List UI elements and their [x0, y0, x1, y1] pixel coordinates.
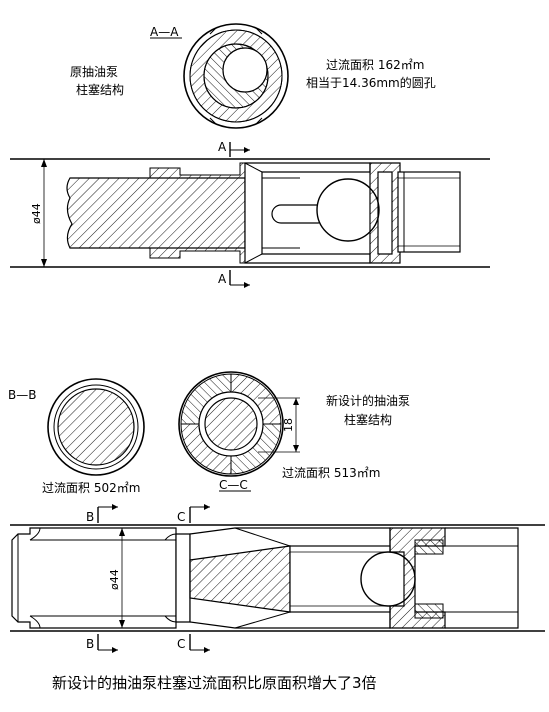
section-c-view: 18: [178, 371, 300, 477]
section-c-flow-area: 过流面积 513㎡m: [282, 466, 380, 480]
original-equivalent-hole: 相当于14.36mm的圆孔: [306, 75, 436, 90]
original-title-line1: 原抽油泵: [70, 65, 118, 79]
new-plunger-drawing: B B C C ø44: [10, 504, 545, 653]
section-a-view: A—A: [150, 23, 289, 129]
original-flow-area: 过流面积 162㎡m: [326, 58, 424, 72]
section-b-flow-area: 过流面积 502㎡m: [42, 481, 140, 495]
original-title-line2: 柱塞结构: [76, 82, 124, 97]
original-plunger-drawing: ø44 A A: [10, 140, 490, 288]
dimension-18: 18: [282, 418, 295, 432]
section-b-label: B—B: [8, 388, 36, 402]
cut-c-top: C: [177, 510, 185, 524]
original-diameter: ø44: [30, 203, 43, 224]
cut-c-bottom: C: [177, 637, 185, 651]
new-title-line1: 新设计的抽油泵: [326, 393, 410, 408]
cut-b-top: B: [86, 510, 94, 524]
new-diameter: ø44: [108, 569, 121, 590]
section-c-label: C—C: [219, 478, 248, 492]
cut-a-top: A: [218, 140, 227, 154]
new-title-line2: 柱塞结构: [344, 412, 392, 427]
cut-a-bottom: A: [218, 272, 227, 286]
cut-b-bottom: B: [86, 637, 94, 651]
section-a-label: A—A: [150, 25, 179, 39]
figure-caption: 新设计的抽油泵柱塞过流面积比原面积增大了3倍: [52, 674, 377, 692]
section-b-view: [47, 378, 145, 476]
